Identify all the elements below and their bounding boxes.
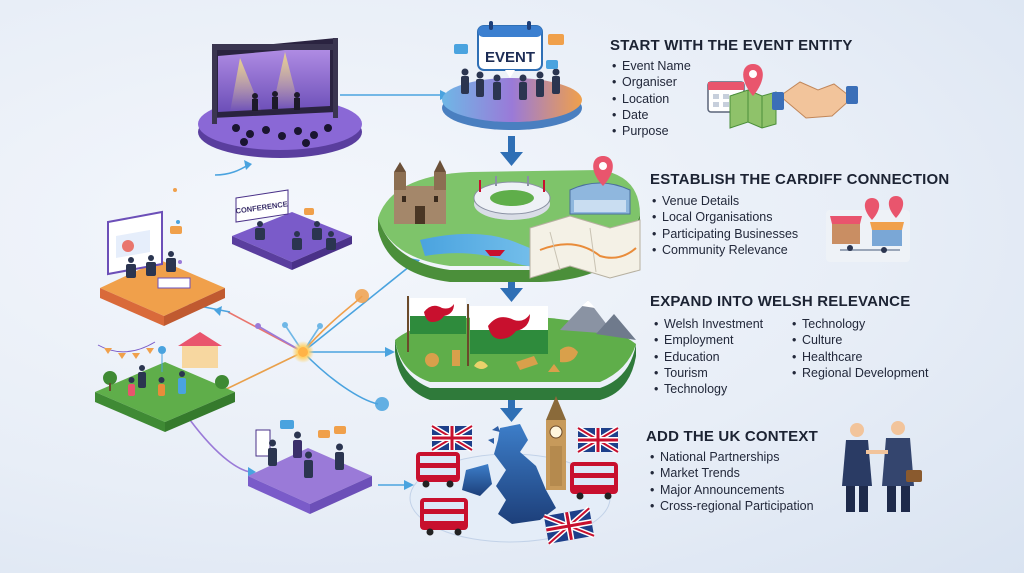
double-decker-bus-icon bbox=[570, 462, 618, 500]
event-platform bbox=[442, 68, 582, 130]
list-item: Local Organisations bbox=[652, 209, 798, 225]
section-list: National Partnerships Market Trends Majo… bbox=[650, 449, 814, 514]
list-item: Venue Details bbox=[652, 193, 798, 209]
castle-icon bbox=[394, 160, 446, 224]
double-decker-bus-icon bbox=[416, 452, 460, 488]
list-item: Technology bbox=[654, 381, 763, 397]
welsh-flag-icon bbox=[407, 296, 466, 352]
list-item: Participating Businesses bbox=[652, 226, 798, 242]
chat-bubble-icons bbox=[454, 34, 564, 69]
list-item: Major Announcements bbox=[650, 482, 814, 498]
list-item: Tourism bbox=[654, 365, 763, 381]
section-heading: ESTABLISH THE CARDIFF CONNECTION bbox=[650, 171, 950, 188]
connector-dots bbox=[173, 188, 389, 411]
storefront-icon bbox=[826, 196, 910, 262]
list-item: Culture bbox=[792, 332, 928, 348]
handshake-icon bbox=[772, 81, 858, 119]
event-card-label: EVENT bbox=[485, 49, 535, 66]
welsh-emblems bbox=[425, 346, 578, 372]
list-item: Technology bbox=[792, 316, 928, 332]
list-item: Employment bbox=[654, 332, 763, 348]
section-list-right: Technology Culture Healthcare Regional D… bbox=[792, 316, 928, 381]
map-icon bbox=[729, 89, 777, 129]
section-heading: ADD THE UK CONTEXT bbox=[646, 428, 818, 445]
double-decker-bus-icon bbox=[420, 498, 468, 536]
boat-icon bbox=[485, 250, 505, 256]
welsh-flag-icon bbox=[467, 304, 548, 366]
union-jack-icon bbox=[543, 506, 595, 546]
list-item: Location bbox=[612, 91, 691, 107]
list-item: Cross-regional Participation bbox=[650, 498, 814, 514]
union-jack-icon bbox=[576, 425, 620, 455]
big-ben-icon bbox=[546, 396, 566, 490]
list-item: Regional Development bbox=[792, 365, 928, 381]
list-item: Purpose bbox=[612, 123, 691, 139]
list-item: Education bbox=[654, 349, 763, 365]
section-list: Event Name Organiser Location Date Purpo… bbox=[612, 58, 691, 139]
section-heading: START WITH THE EVENT ENTITY bbox=[610, 37, 853, 54]
union-jack-icon bbox=[430, 423, 474, 453]
community-fair-platform bbox=[95, 332, 235, 432]
location-pin-icon bbox=[593, 156, 613, 186]
section-list: Venue Details Local Organisations Partic… bbox=[652, 193, 798, 258]
list-item: Market Trends bbox=[650, 465, 814, 481]
list-item: Welsh Investment bbox=[654, 316, 763, 332]
section-list-left: Welsh Investment Employment Education To… bbox=[654, 316, 763, 397]
calendar-icon: EVENT bbox=[477, 21, 543, 78]
stadium-icon bbox=[473, 176, 551, 220]
location-pin-icon bbox=[743, 64, 763, 96]
list-item: Healthcare bbox=[792, 349, 928, 365]
business-handshake-icon bbox=[842, 421, 922, 512]
list-item: Organiser bbox=[612, 74, 691, 90]
list-item: Event Name bbox=[612, 58, 691, 74]
presentation-platform bbox=[100, 210, 225, 326]
list-item: Community Relevance bbox=[652, 242, 798, 258]
section-heading: EXPAND INTO WELSH RELEVANCE bbox=[650, 293, 911, 310]
uk-map bbox=[462, 424, 556, 524]
concert-stage bbox=[198, 38, 362, 158]
networking-platform bbox=[248, 420, 372, 514]
map-icon bbox=[529, 215, 641, 279]
list-item: National Partnerships bbox=[650, 449, 814, 465]
conference-platform: CONFERENCE bbox=[232, 189, 352, 270]
convention-building-icon bbox=[569, 182, 631, 215]
list-item: Date bbox=[612, 107, 691, 123]
